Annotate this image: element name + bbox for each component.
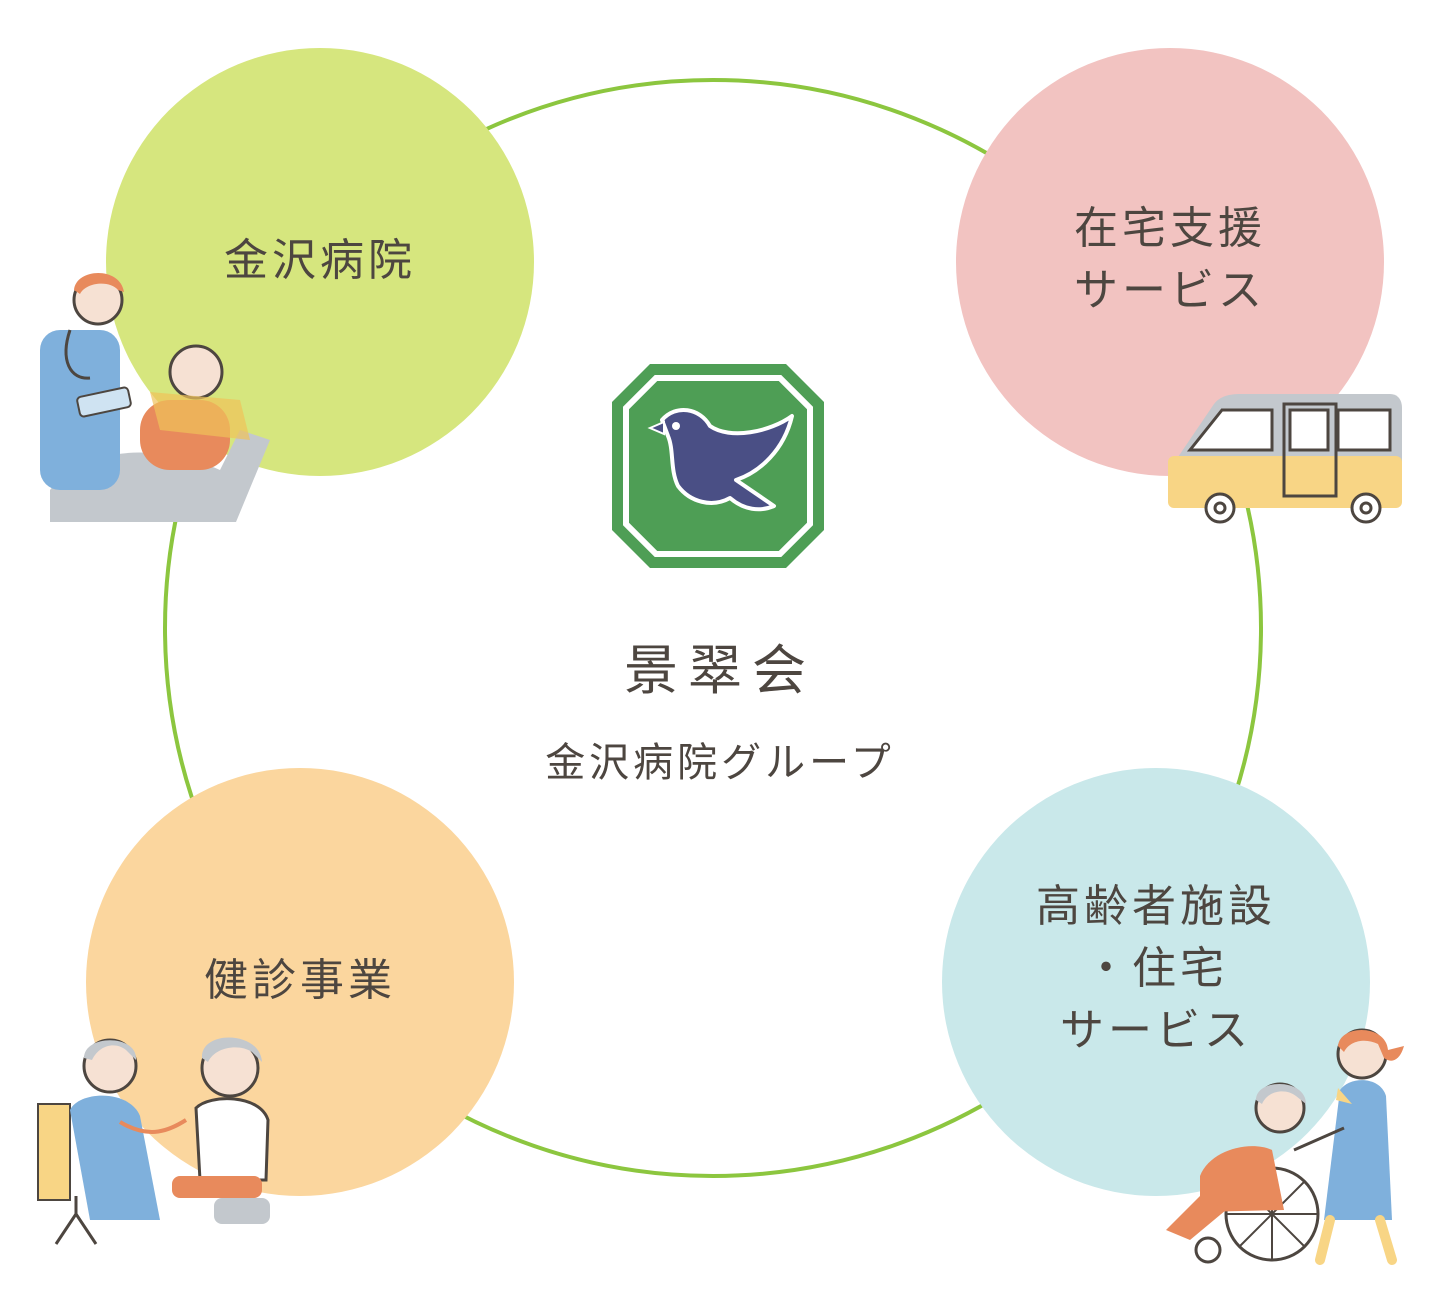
bird-emblem-icon — [612, 364, 824, 568]
node-circle-health-check — [86, 768, 514, 1196]
node-label-health-check: 健診事業 — [150, 950, 450, 1012]
node-label-line: 健診事業 — [204, 955, 396, 1006]
connection-ring — [163, 78, 1263, 1178]
node-label-line: サービス — [1060, 1005, 1252, 1056]
node-label-line: 金沢病院 — [224, 235, 416, 286]
wheelchair-caregiver-icon — [1166, 1028, 1404, 1265]
stethoscope-exam-icon — [37, 1037, 270, 1245]
node-label-line: 在宅支援 — [1074, 203, 1266, 254]
node-label-line: ・住宅 — [1084, 943, 1228, 994]
node-label-hospital: 金沢病院 — [170, 230, 470, 292]
center-subtitle: 金沢病院グループ — [545, 740, 895, 786]
doctor-patient-icon — [40, 273, 270, 522]
node-label-home-support: 在宅支援 サービス — [1020, 198, 1320, 322]
node-label-elderly: 高齢者施設 ・住宅 サービス — [996, 876, 1316, 1062]
van-icon — [1168, 394, 1402, 524]
node-label-line: 高齢者施設 — [1036, 881, 1276, 932]
node-circle-home-support — [956, 48, 1384, 476]
node-label-line: サービス — [1074, 265, 1266, 316]
center-title: 景翠会 — [624, 639, 816, 702]
